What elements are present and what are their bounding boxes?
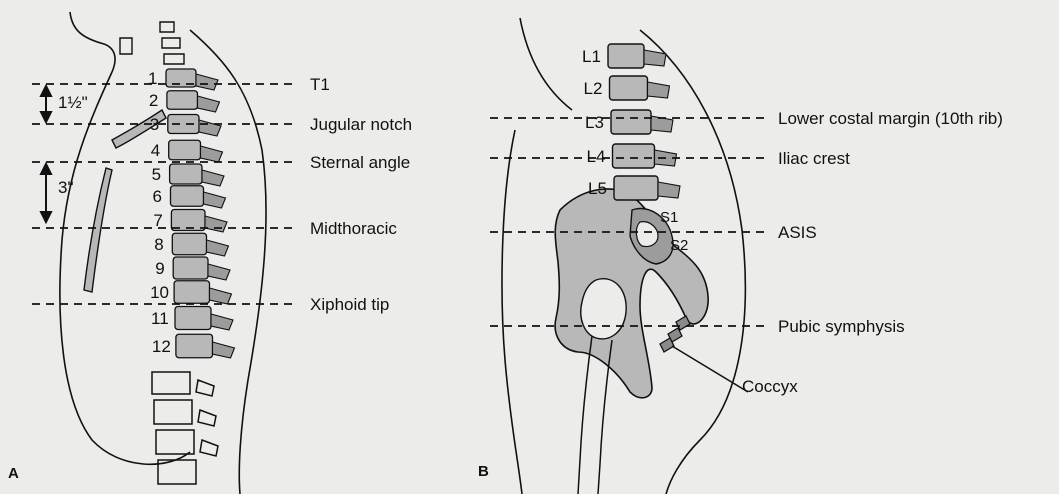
vertebra-l1: L1 [582, 44, 666, 68]
spinous-process [204, 192, 226, 208]
level-label-a: Midthoracic [310, 219, 397, 238]
panel-a-letter: A [8, 465, 19, 482]
spinous-process [196, 74, 218, 90]
vertebra-l2: L2 [584, 76, 670, 100]
vertebra-number: 12 [152, 337, 171, 356]
lumbar-label: L2 [584, 79, 603, 98]
vertebral-body [173, 257, 208, 279]
vertebral-body [169, 140, 201, 160]
spinous-process [658, 182, 680, 198]
vertebra-number: 6 [153, 187, 162, 206]
level-label-a: Xiphoid tip [310, 295, 389, 314]
measure-upper-label: 1½" [58, 93, 88, 112]
panel-b-letter: B [478, 463, 489, 480]
panel-a-cervical [120, 22, 184, 64]
vertebral-body [611, 110, 651, 134]
vertebra-t12: 12 [152, 334, 235, 358]
coccyx-label: Coccyx [742, 377, 798, 396]
vertebra-t2: 2 [149, 91, 220, 112]
vertebra-t10: 10 [150, 281, 231, 304]
vertebra-t6: 6 [153, 186, 226, 208]
lumbar-label: L4 [587, 147, 606, 166]
level-label-b: Iliac crest [778, 149, 850, 168]
vertebra-l5: L5 [588, 176, 680, 200]
vertebral-body [608, 44, 644, 68]
vertebral-body [175, 307, 211, 330]
vertebra-t8: 8 [154, 233, 228, 256]
level-label-b: Pubic symphysis [778, 317, 905, 336]
spinous-process [211, 314, 233, 330]
vertebra-number: 4 [151, 141, 160, 160]
spinous-process [201, 146, 223, 162]
spinous-process [205, 216, 227, 232]
lumbar-label: L3 [585, 113, 604, 132]
vertebra-number: 9 [155, 259, 164, 278]
vertebra-number: 1 [148, 69, 157, 88]
vertebra-number: 11 [151, 309, 169, 328]
spinous-process [648, 82, 670, 98]
vertebra-number: 10 [150, 283, 169, 302]
measure-lower-label: 3" [58, 178, 74, 197]
vertebral-body [614, 176, 658, 200]
vertebra-t5: 5 [152, 164, 224, 186]
vertebral-body [176, 334, 213, 358]
lumbar-label: L1 [582, 47, 601, 66]
vertebral-body [171, 186, 204, 207]
spinous-process [208, 264, 230, 280]
vertebra-l4: L4 [587, 144, 677, 168]
vertebra-number: 8 [154, 235, 163, 254]
spinous-process [213, 342, 235, 358]
vertebra-t1: 1 [148, 69, 218, 90]
vertebral-body [167, 91, 198, 110]
vertebral-body [613, 144, 655, 168]
vertebra-t4: 4 [151, 140, 223, 162]
spinous-process [198, 96, 220, 112]
level-label-b: Lower costal margin (10th rib) [778, 109, 1003, 128]
vertebra-t9: 9 [155, 257, 230, 280]
spinous-process [644, 50, 666, 66]
spinous-process [210, 288, 232, 304]
vertebra-t11: 11 [151, 307, 233, 331]
lumbar-label: L5 [588, 179, 607, 198]
level-line-a-1: Jugular notch [32, 115, 412, 134]
level-label-a: Sternal angle [310, 153, 410, 172]
level-label-a: Jugular notch [310, 115, 412, 134]
spinous-process [199, 120, 221, 136]
panel-a-measures [41, 86, 51, 222]
vertebra-number: 5 [152, 165, 161, 184]
vertebra-l3: L3 [585, 110, 673, 134]
panel-b-coccyx [660, 316, 690, 352]
sacral-label-s1: S1 [660, 209, 678, 226]
level-line-b-0: Lower costal margin (10th rib) [490, 109, 1003, 128]
level-label-a: T1 [310, 75, 330, 94]
vertebra-number: 2 [149, 91, 158, 110]
sacral-label-s2: S2 [670, 237, 688, 254]
vertebral-body [610, 76, 648, 100]
vertebral-body [172, 233, 206, 255]
spinous-process [207, 240, 229, 256]
panel-a-lower-lumbar [152, 372, 218, 484]
panel-b-pelvis [555, 189, 708, 398]
level-label-b: ASIS [778, 223, 817, 242]
vertebral-body [170, 164, 202, 184]
vertebral-body [174, 281, 209, 304]
spinous-process [202, 170, 224, 186]
